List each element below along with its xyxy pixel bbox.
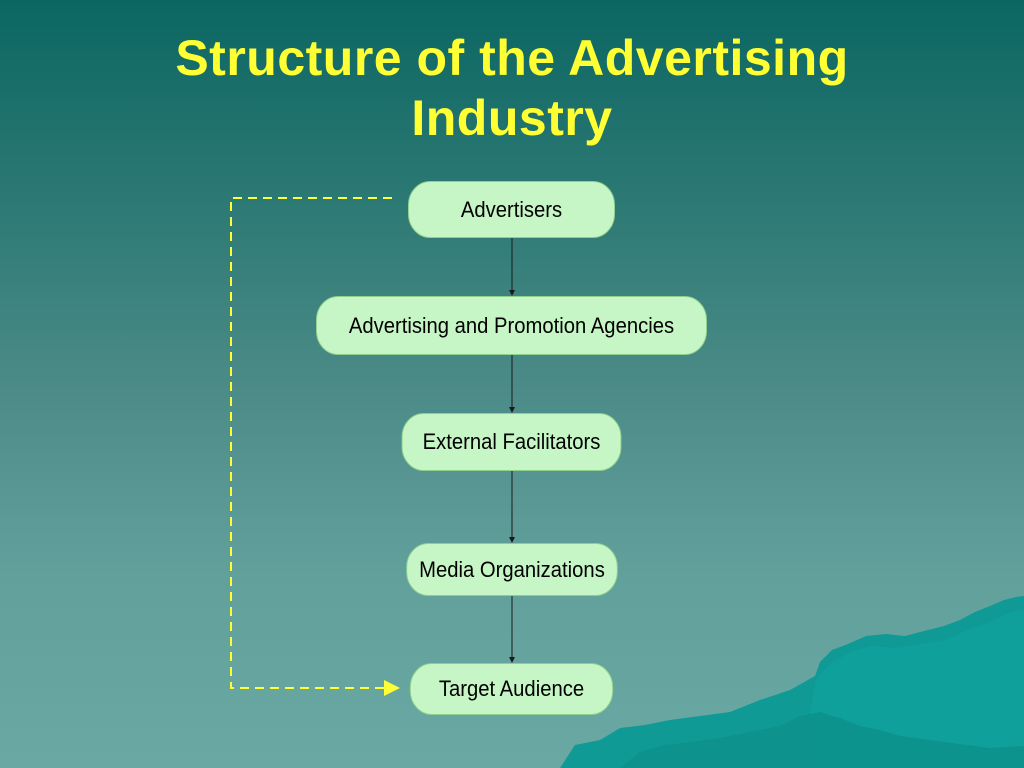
dashed-arrow-advertisers-to-audience bbox=[230, 197, 400, 696]
node-advertising-and-promotion-agencies: Advertising and Promotion Agencies bbox=[316, 296, 707, 355]
slide-title-line-2: Industry bbox=[411, 90, 613, 146]
node-advertisers: Advertisers bbox=[408, 181, 615, 238]
node-facilitators-label: External Facilitators bbox=[422, 429, 601, 454]
node-media-label: Media Organizations bbox=[419, 556, 605, 582]
node-media-organizations: Media Organizations bbox=[406, 543, 618, 596]
slide-title-line-1: Structure of the Advertising bbox=[175, 30, 849, 86]
node-advertisers-label: Advertisers bbox=[460, 196, 563, 222]
slide-title: Structure of the Advertising Industry bbox=[0, 28, 1024, 148]
node-agencies-label: Advertising and Promotion Agencies bbox=[348, 312, 675, 338]
node-external-facilitators: External Facilitators bbox=[401, 413, 622, 471]
node-target-audience: Target Audience bbox=[409, 663, 614, 715]
node-audience-label: Target Audience bbox=[438, 676, 585, 701]
